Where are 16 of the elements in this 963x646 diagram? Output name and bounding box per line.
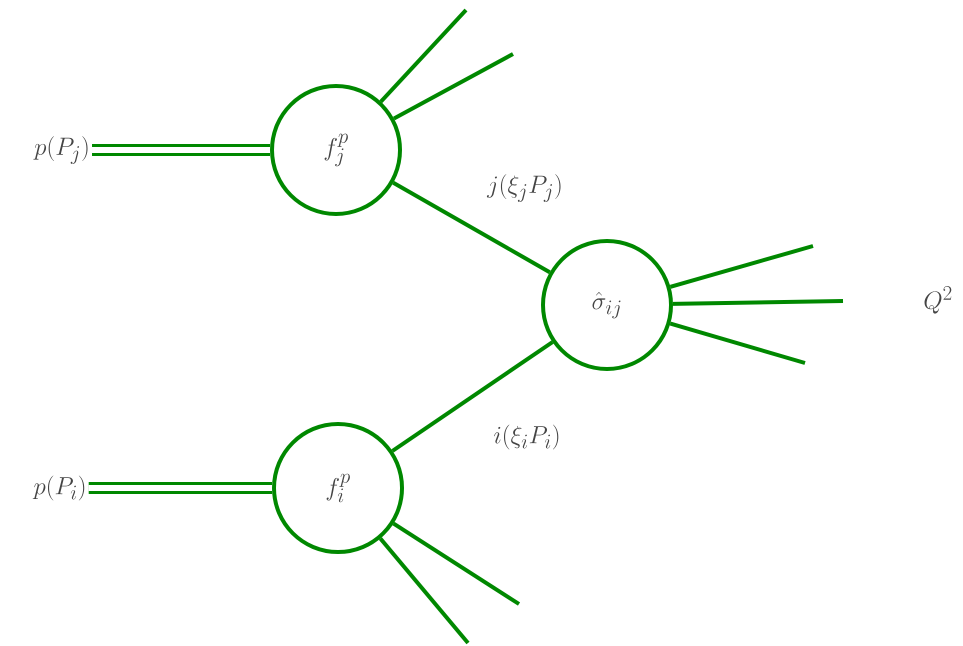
outgoing-line	[392, 522, 520, 606]
propagator-line	[392, 181, 551, 274]
particle-label: $p(P_i)$	[32, 476, 84, 500]
outgoing-line	[393, 52, 514, 120]
double-line	[88, 482, 272, 494]
edge-label: $i(\xi_i P_i)$	[492, 424, 562, 450]
outgoing-line	[378, 537, 470, 644]
outgoing-line	[379, 8, 468, 103]
outgoing-line	[670, 322, 806, 365]
outgoing-line	[672, 299, 844, 306]
particle-label: $p(P_j)$	[33, 136, 88, 164]
scale-label: $Q^2$	[924, 286, 952, 314]
propagator-line	[391, 340, 554, 453]
edge-label: $j(\xi_j P_j)$	[486, 173, 564, 203]
double-line	[92, 144, 270, 156]
outgoing-line	[670, 244, 814, 289]
